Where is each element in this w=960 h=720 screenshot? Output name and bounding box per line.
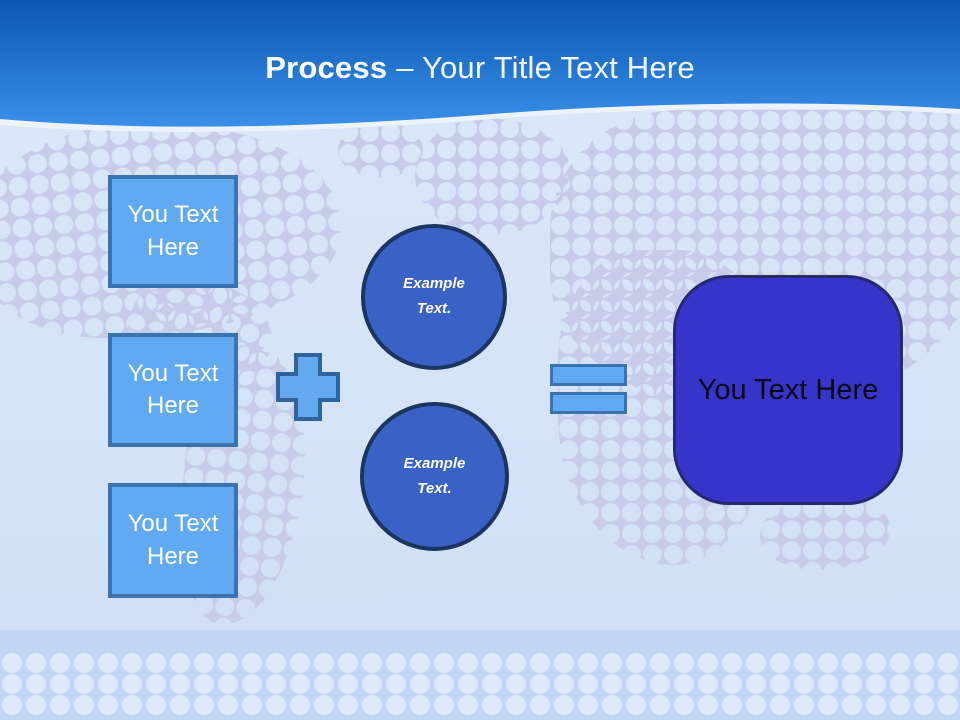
equals-icon [550,392,627,414]
slide-title: Process– Your Title Text Here [0,50,960,86]
plus-icon [276,353,340,426]
map-blob-greenland [338,122,423,178]
input-box-2: You Text Here [108,333,238,447]
map-blob-europe [415,118,570,235]
example-circle-1: Example Text. [361,224,507,370]
example-circle-2: Example Text. [360,402,509,551]
title-emphasis: Process [265,50,388,85]
header-wave [0,0,960,150]
bottom-dot-band [0,630,960,720]
title-rest: – Your Title Text Here [396,50,695,85]
result-box: You Text Here [673,275,903,505]
result-box-label: You Text Here [697,373,879,406]
input-box-label: You Text Here [127,510,219,570]
input-box-label: You Text Here [127,201,219,261]
equals-icon [550,364,627,386]
input-box-3: You Text Here [108,483,238,598]
map-blob-australia [760,498,890,570]
bottom-dots-pattern [0,652,960,716]
input-box-label: You Text Here [127,359,219,419]
circle-label: Example Text. [403,275,465,317]
circle-label: Example Text. [403,454,466,497]
wave-graphic [0,0,960,132]
input-box-1: You Text Here [108,175,238,288]
